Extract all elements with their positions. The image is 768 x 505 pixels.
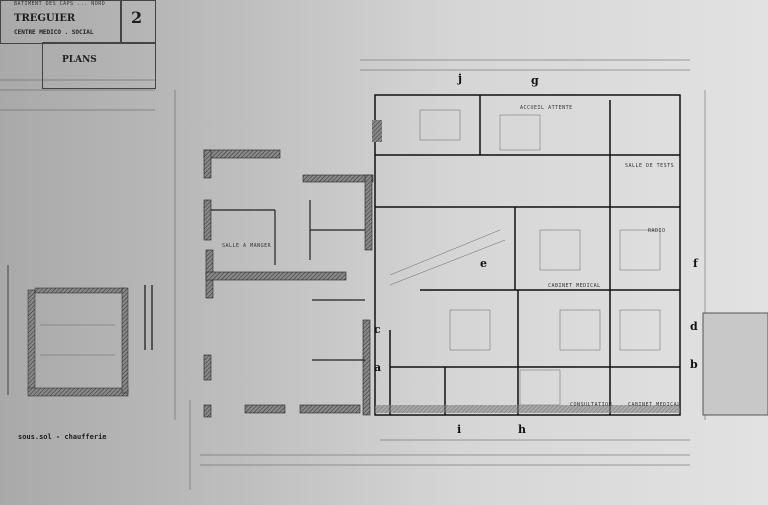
adjacent-building xyxy=(702,312,768,416)
main-building-details xyxy=(389,109,661,406)
section-marker-c: c xyxy=(374,323,381,336)
sheet-title: PLANS xyxy=(62,55,97,65)
section-marker-d: d xyxy=(690,320,698,333)
left-building-interior xyxy=(211,200,365,361)
room-cabinet-medical-2: CABINET MEDICAL xyxy=(628,402,681,408)
room-salle-a-manger: SALLE A MANGER xyxy=(222,243,272,249)
room-cabinet-medical-1: CABINET MEDICAL xyxy=(548,283,601,289)
room-radio: RADIO xyxy=(648,228,666,234)
title-block: BATIMENT DES CAPS ... NORD TREGUIER CENT… xyxy=(0,0,156,135)
section-marker-f: f xyxy=(693,257,698,270)
title-city: TREGUIER xyxy=(14,13,76,24)
section-marker-e: e xyxy=(480,257,487,270)
main-building-walls xyxy=(374,94,681,416)
basement-caption: sous.sol - chaufferie xyxy=(18,433,107,441)
sheet-number-frame xyxy=(120,0,156,44)
basement-plan xyxy=(7,265,153,397)
title-frame xyxy=(0,0,122,44)
chimney xyxy=(372,120,382,142)
section-marker-i: i xyxy=(457,423,462,436)
left-building-walls xyxy=(203,149,374,418)
section-marker-g: g xyxy=(531,74,539,87)
section-marker-b: b xyxy=(690,358,698,371)
dimension-lines xyxy=(0,59,706,490)
title-subtitle: CENTRE MEDICO . SOCIAL xyxy=(14,29,94,36)
room-salle-tests: SALLE DE TESTS xyxy=(625,163,675,169)
sheet-title-frame xyxy=(42,42,156,89)
section-marker-h: h xyxy=(518,423,526,436)
front-wall xyxy=(375,405,680,413)
section-marker-a: a xyxy=(374,361,382,374)
room-consultation: CONSULTATION xyxy=(570,402,613,408)
title-top-note: BATIMENT DES CAPS ... NORD xyxy=(14,1,106,7)
section-marker-j: j xyxy=(458,72,462,85)
sheet-number: 2 xyxy=(131,8,143,27)
room-accueil: ACCUEIL ATTENTE xyxy=(520,105,573,111)
